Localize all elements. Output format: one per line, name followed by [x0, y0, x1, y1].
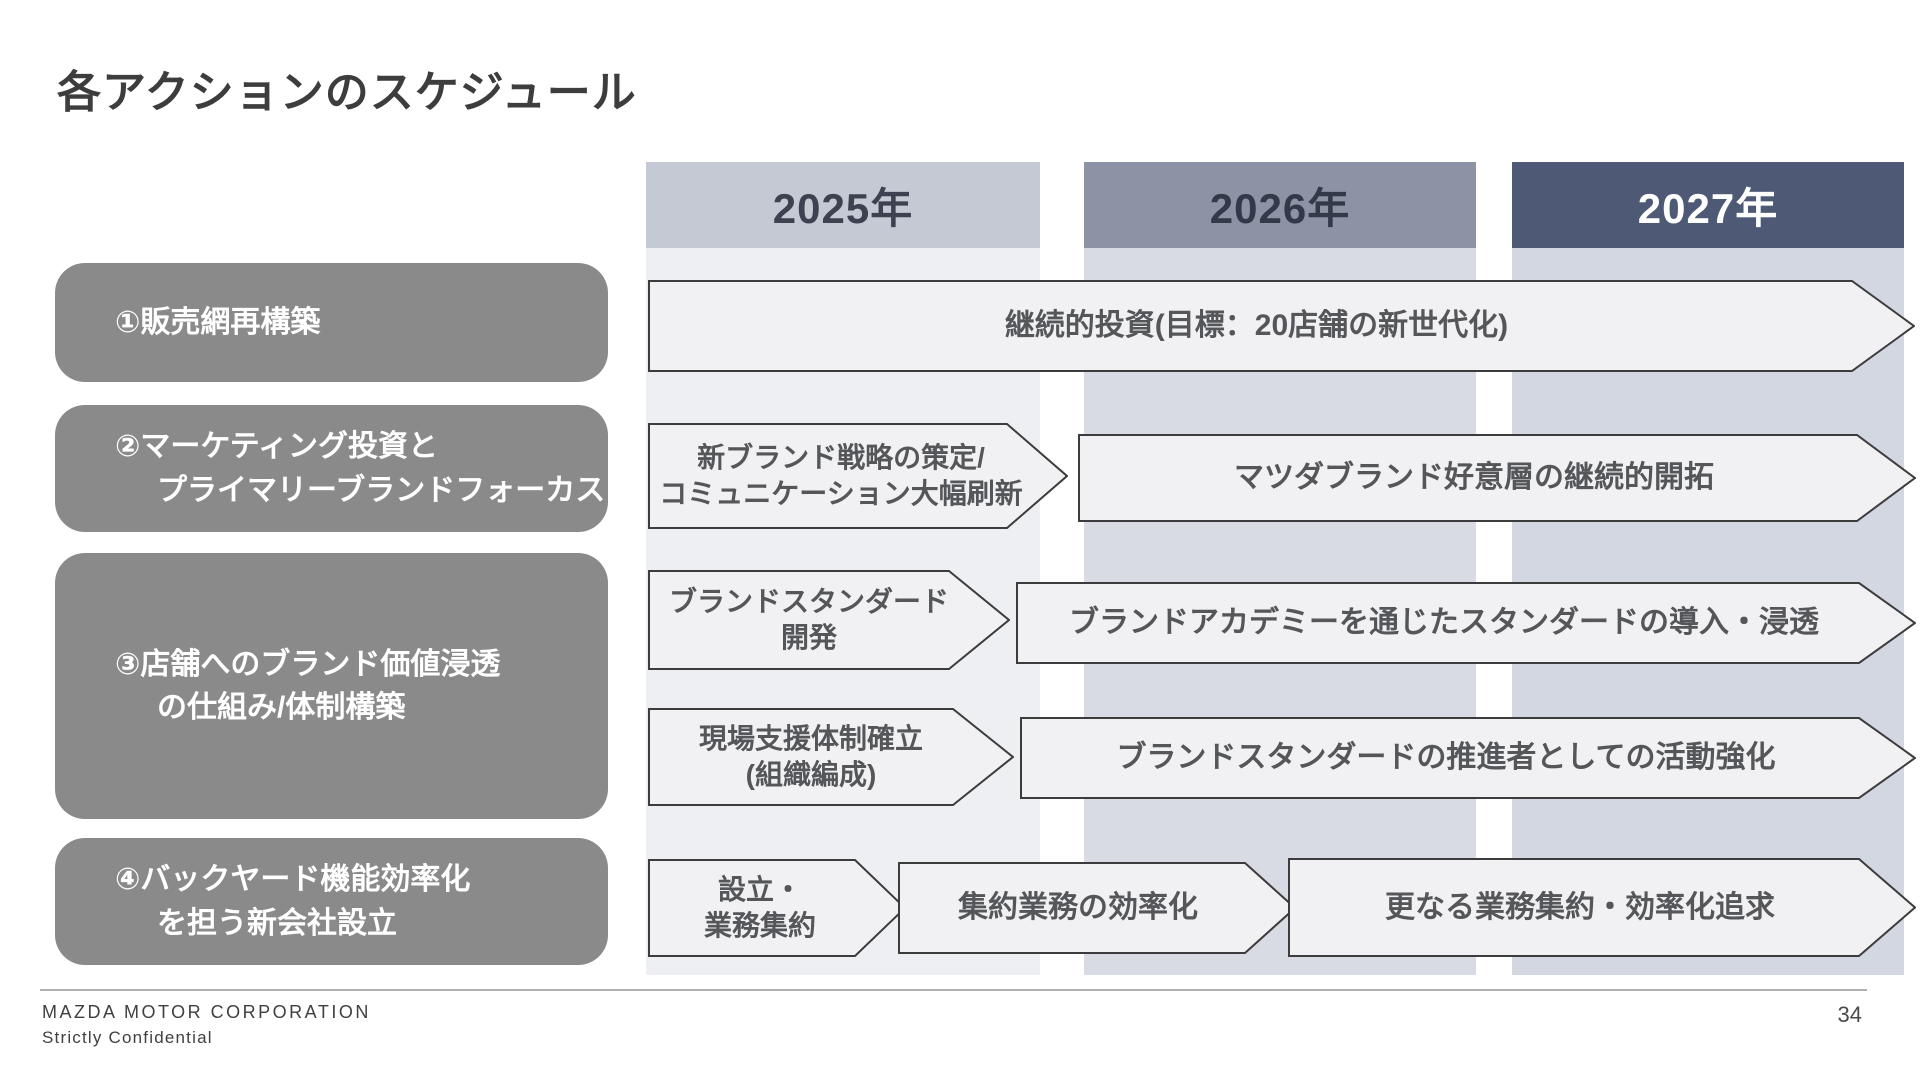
- arrow-shape: [648, 280, 1915, 372]
- action-label-text: ①販売網再構築: [115, 305, 321, 339]
- arrow-label-text: ブランドスタンダード: [668, 585, 949, 617]
- arrow-label-text: ブランドアカデミーを通じたスタンダードの導入・浸透: [1069, 606, 1819, 640]
- arrow-brand-fan-expansion: マツダブランド好意層の継続的開拓: [1078, 434, 1916, 522]
- action-label-brand-value-penetration: ③店舗へのブランド価値浸透 の仕組み/体制構築: [55, 553, 608, 819]
- action-label-text: を担う新会社設立: [157, 906, 397, 940]
- year-label-2025: 2025年: [772, 184, 914, 232]
- arrow-label-text: 新ブランド戦略の策定/: [697, 441, 985, 473]
- arrow-label-text: ブランドスタンダードの推進者としての活動強化: [1116, 741, 1776, 775]
- action-label-text: ②マーケティング投資と: [115, 430, 439, 463]
- arrow-label-text: 集約業務の効率化: [958, 891, 1198, 925]
- arrow-shape: [1288, 858, 1916, 957]
- page-title: 各アクションのスケジュール: [57, 68, 637, 117]
- arrow-label-text: 現場支援体制確立: [698, 722, 923, 754]
- arrow-further-efficiency-pursuit: 更なる業務集約・効率化追求: [1288, 858, 1916, 957]
- arrow-shape: [648, 423, 1068, 529]
- arrow-shape: [1016, 582, 1916, 664]
- arrow-field-support-structure: 現場支援体制確立 (組織編成): [648, 708, 1014, 806]
- action-label-text: の仕組み/体制構築: [157, 691, 406, 724]
- footer-confidential: Strictly Confidential: [42, 1028, 213, 1047]
- year-label-2026: 2026年: [1209, 184, 1351, 232]
- action-label-sales-network: ①販売網再構築: [55, 263, 608, 382]
- year-header-2027: 2027年: [1512, 162, 1904, 248]
- arrow-brand-standard-development: ブランドスタンダード 開発: [648, 570, 1010, 670]
- arrow-shape: [898, 862, 1296, 954]
- arrow-establishment-consolidation: 設立・ 業務集約: [648, 859, 906, 957]
- action-label-backyard-efficiency: ④バックヤード機能効率化 を担う新会社設立: [55, 838, 608, 965]
- arrow-shape: [648, 708, 1014, 806]
- arrow-label-text: 開発: [780, 622, 837, 653]
- arrow-continuous-investment: 継続的投資(目標：20店舗の新世代化): [648, 280, 1915, 372]
- arrow-label-text: (組織編成): [745, 759, 877, 790]
- arrow-standard-promoter-activity: ブランドスタンダードの推進者としての活動強化: [1020, 717, 1916, 799]
- arrow-label-text: 業務集約: [703, 910, 816, 941]
- arrow-label-text: 更なる業務集約・効率化追求: [1385, 890, 1775, 924]
- arrow-shape: [1020, 717, 1916, 799]
- arrow-label-text: コミュニケーション大幅刷新: [659, 478, 1023, 509]
- footer-divider: [40, 989, 1867, 991]
- year-label-2027: 2027年: [1637, 184, 1779, 232]
- arrow-label-text: 設立・: [717, 873, 802, 905]
- arrow-brand-academy-rollout: ブランドアカデミーを通じたスタンダードの導入・浸透: [1016, 582, 1916, 664]
- arrow-label-text: マツダブランド好意層の継続的開拓: [1234, 461, 1714, 495]
- page-number: 34: [1837, 1002, 1862, 1027]
- arrow-shape: [648, 859, 906, 957]
- footer-company: MAZDA MOTOR CORPORATION: [42, 1002, 371, 1022]
- arrow-shape: [648, 570, 1010, 670]
- year-header-2025: 2025年: [646, 162, 1040, 248]
- arrow-new-brand-strategy: 新ブランド戦略の策定/ コミュニケーション大幅刷新: [648, 423, 1068, 529]
- arrow-consolidated-ops-efficiency: 集約業務の効率化: [898, 862, 1296, 954]
- action-label-text: ③店舗へのブランド価値浸透: [115, 647, 501, 681]
- arrow-shape: [1078, 434, 1916, 522]
- action-label-text: プライマリーブランドフォーカス: [157, 473, 606, 507]
- year-header-2026: 2026年: [1084, 162, 1476, 248]
- arrow-label-text: 継続的投資(目標：20店舗の新世代化): [1004, 309, 1509, 343]
- action-label-marketing-investment: ②マーケティング投資と プライマリーブランドフォーカス: [55, 405, 608, 532]
- action-label-text: ④バックヤード機能効率化: [115, 863, 471, 896]
